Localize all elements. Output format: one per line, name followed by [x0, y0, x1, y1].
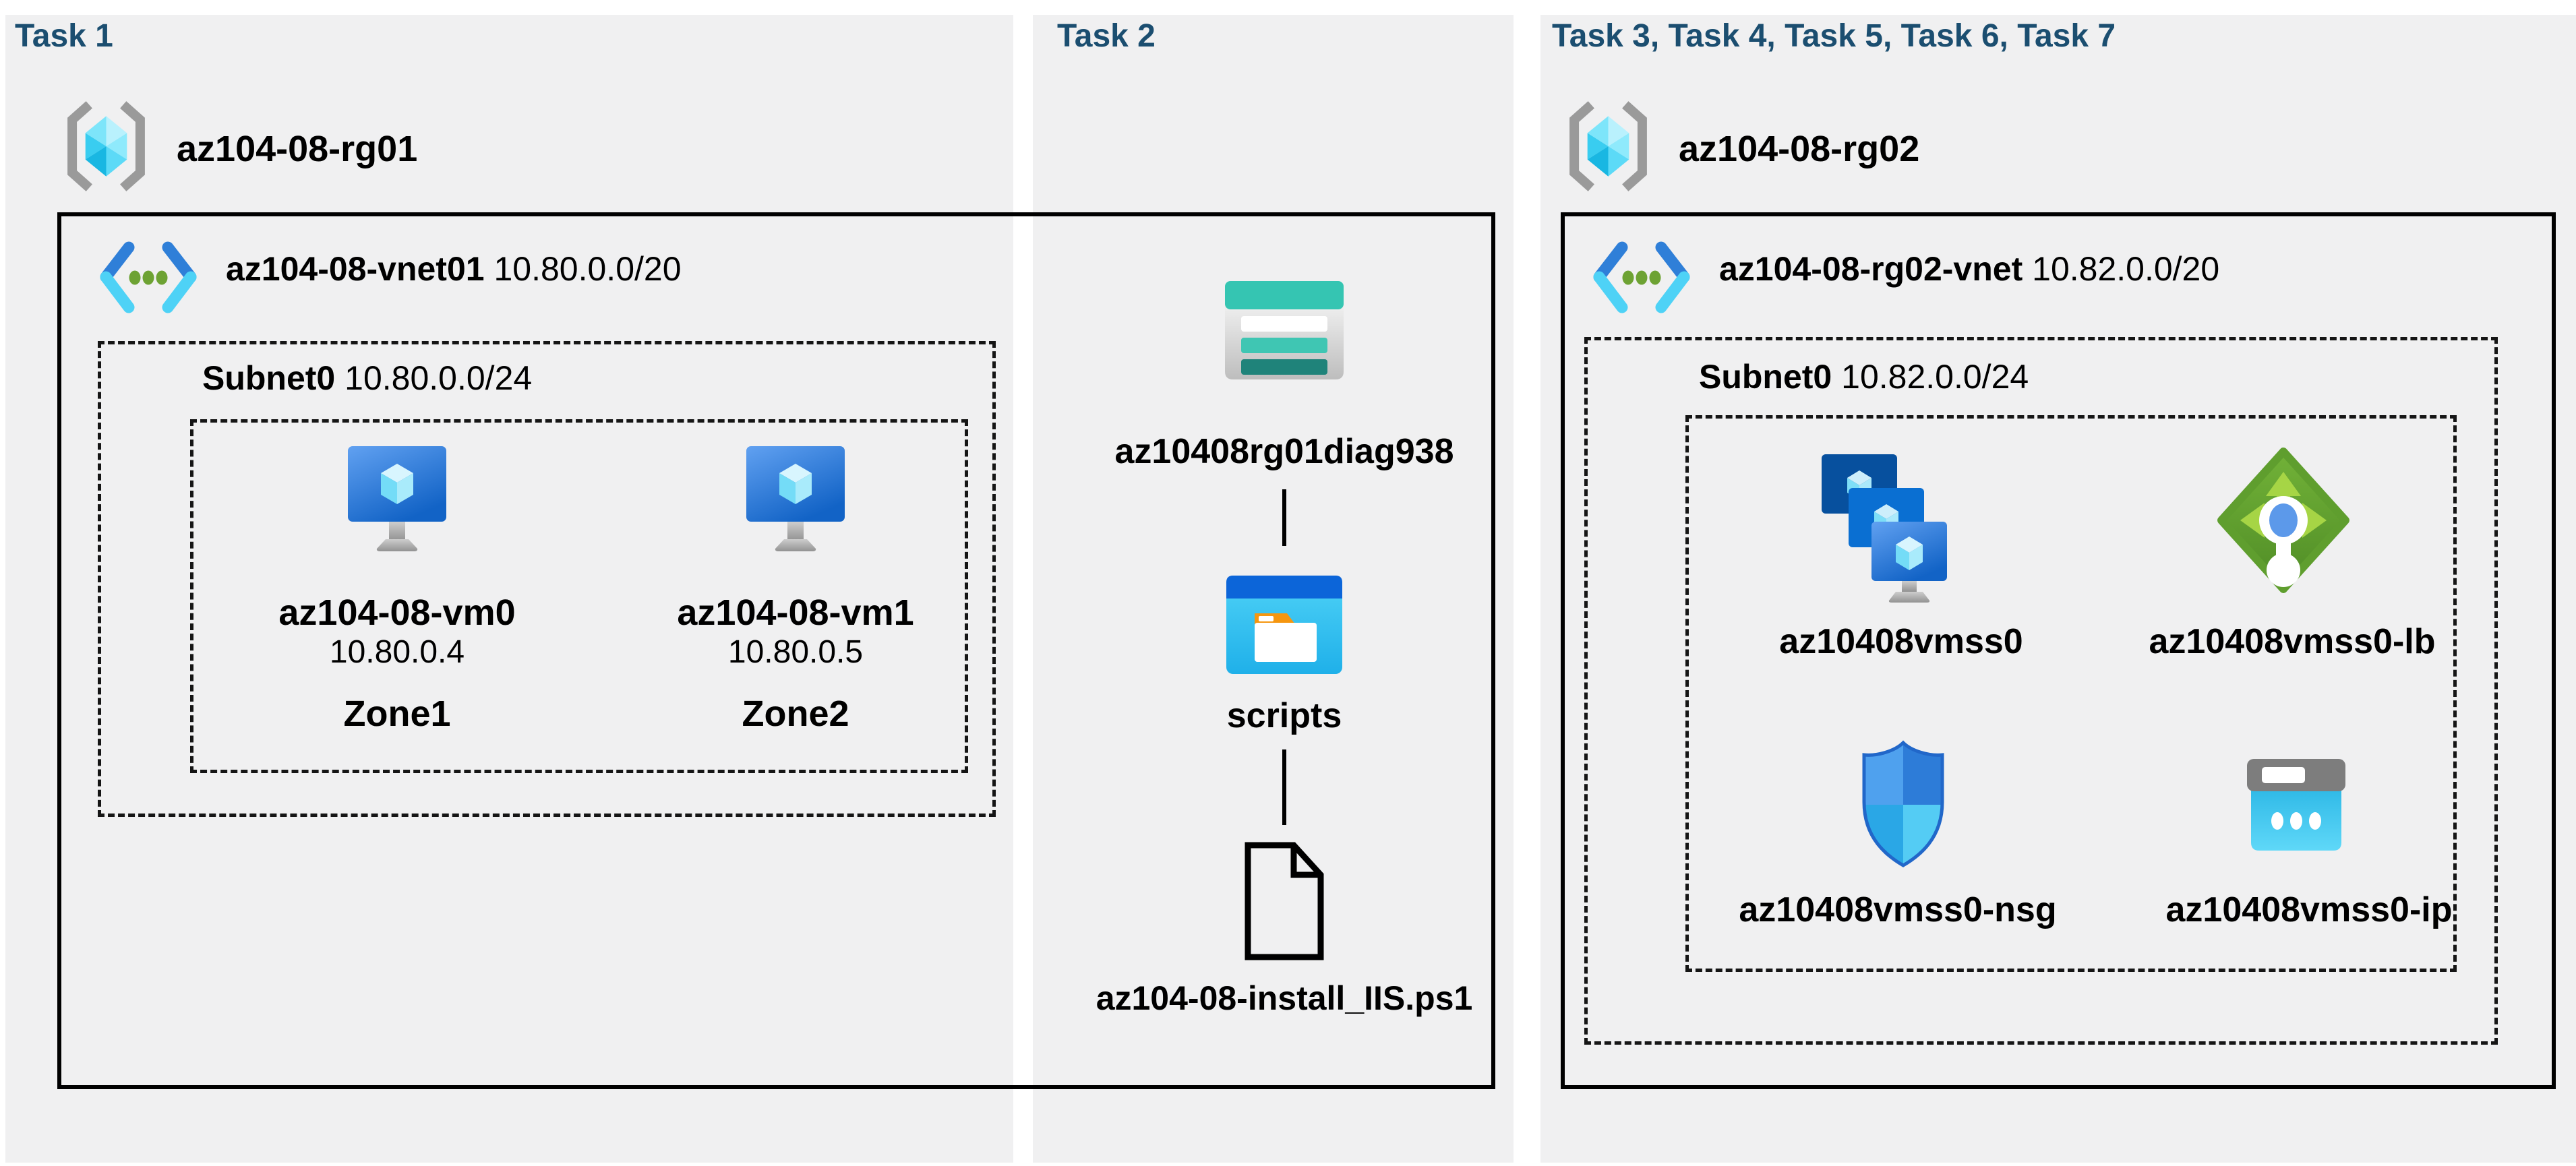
- vm0-icon: [347, 445, 448, 558]
- resource-group-icon: [61, 99, 152, 193]
- lb-label: az10408vmss0-lb: [2149, 622, 2436, 661]
- resource-group-icon: [1563, 99, 1654, 193]
- script-file-icon: [1242, 840, 1326, 962]
- vm0-ip: 10.80.0.4: [329, 634, 465, 670]
- ip-label: az10408vmss0-ip: [2165, 890, 2453, 929]
- subnet2-label: Subnet0 10.82.0.0/24: [1699, 357, 2029, 396]
- rg1-label: az104-08-rg01: [177, 129, 418, 169]
- scripts-container-icon: [1225, 574, 1344, 675]
- rg1-boundary-box: [57, 212, 1495, 1089]
- load-balancer-icon: [2216, 446, 2351, 594]
- vnet1-name: az104-08-vnet01: [226, 250, 485, 288]
- vnet2-name: az104-08-rg02-vnet: [1719, 250, 2023, 288]
- vmss-icon: [1820, 453, 1948, 605]
- virtual-network-icon: [98, 241, 199, 313]
- vnet1-cidr: 10.80.0.0/20: [493, 250, 682, 288]
- vnet1-label: az104-08-vnet01 10.80.0.0/20: [226, 249, 682, 288]
- subnet2-box: [1584, 337, 2498, 1045]
- subnet2-cidr: 10.82.0.0/24: [1841, 358, 2029, 396]
- public-ip-icon: [2246, 758, 2347, 853]
- storage-account-icon: [1224, 280, 1345, 381]
- vm1-zone: Zone2: [742, 694, 849, 734]
- subnet1-name: Subnet0: [202, 359, 336, 397]
- nsg-icon: [1857, 740, 1949, 868]
- vm-zone-box: [190, 419, 968, 773]
- vm0-zone: Zone1: [343, 694, 451, 734]
- rg2-label: az104-08-rg02: [1679, 129, 1920, 169]
- subnet2-name: Subnet0: [1699, 358, 1832, 396]
- subnet1-label: Subnet0 10.80.0.0/24: [202, 359, 532, 398]
- task1-title: Task 1: [15, 18, 113, 54]
- task1-panel: [5, 15, 1013, 1163]
- connector-scripts-file: [1282, 749, 1286, 825]
- vnet2-label: az104-08-rg02-vnet 10.82.0.0/20: [1719, 249, 2219, 288]
- subnet1-box: [98, 341, 996, 817]
- task3-title: Task 3, Task 4, Task 5, Task 6, Task 7: [1552, 18, 2116, 54]
- vm1-icon: [745, 445, 846, 558]
- vm0-name: az104-08-vm0: [278, 592, 516, 633]
- vmss-resources-box: [1685, 415, 2457, 972]
- virtual-network-icon: [1591, 241, 1692, 313]
- connector-storage-scripts: [1282, 489, 1286, 546]
- vnet2-cidr: 10.82.0.0/20: [2032, 250, 2220, 288]
- storage-account-label: az10408rg01diag938: [1114, 432, 1454, 471]
- vm1-ip: 10.80.0.5: [727, 634, 864, 670]
- task2-title: Task 2: [1057, 18, 1156, 54]
- nsg-label: az10408vmss0-nsg: [1739, 890, 2057, 929]
- vm1-name: az104-08-vm1: [677, 592, 914, 633]
- rg2-boundary-box: [1561, 212, 2556, 1089]
- subnet1-cidr: 10.80.0.0/24: [345, 359, 533, 397]
- vmss-label: az10408vmss0: [1779, 622, 2023, 661]
- scripts-label: scripts: [1226, 696, 1342, 735]
- script-file-label: az104-08-install_IIS.ps1: [1096, 979, 1473, 1017]
